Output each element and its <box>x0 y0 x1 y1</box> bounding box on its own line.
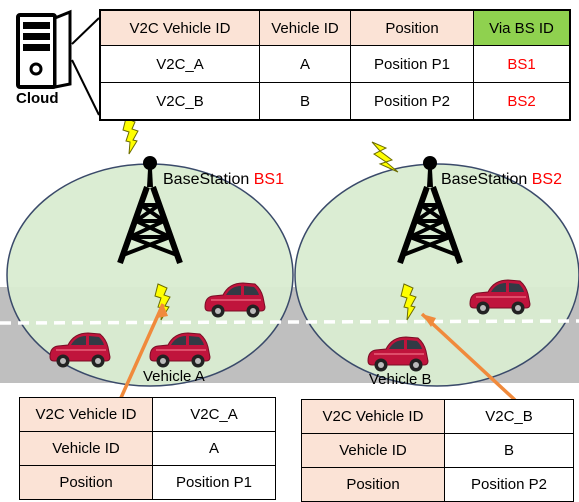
vehicle-label-b: Vehicle B <box>369 371 432 388</box>
lane-divider <box>0 319 579 325</box>
table-row: V2C_A A Position P1 BS1 <box>99 45 571 83</box>
table-cell: V2C_B <box>444 399 574 434</box>
arrow-vehicle-a <box>118 303 165 401</box>
table-cell: V2C_A <box>99 45 260 83</box>
column-header: Via BS ID <box>473 9 571 46</box>
table-cell: B <box>259 82 351 121</box>
base-station-label-bs1: BaseStation BS1 <box>163 171 284 189</box>
table-row: V2C_B B Position P2 BS2 <box>99 82 571 121</box>
table-cell: BS1 <box>473 45 571 83</box>
coverage-area-bs2 <box>294 163 579 387</box>
column-header: V2C Vehicle ID <box>99 9 260 46</box>
table-cell: B <box>444 433 574 468</box>
table-row: V2C Vehicle ID V2C_B <box>301 399 574 434</box>
cloud-registry-table: V2C Vehicle ID Vehicle ID Position Via B… <box>99 9 571 121</box>
base-station-id: BS1 <box>253 171 284 188</box>
server-icon <box>16 9 72 89</box>
table-cell: Position P2 <box>350 82 474 121</box>
vehicle-b-table: V2C Vehicle ID V2C_B Vehicle ID B Positi… <box>301 399 574 502</box>
column-header: Vehicle ID <box>259 9 351 46</box>
table-cell: V2C_A <box>152 397 276 432</box>
table-cell: Vehicle ID <box>301 433 445 468</box>
table-row: Vehicle ID B <box>301 433 574 468</box>
table-header-row: V2C Vehicle ID Vehicle ID Position Via B… <box>99 9 571 46</box>
cloud-label: Cloud <box>16 90 59 107</box>
column-header: Position <box>350 9 474 46</box>
vehicle-label-a: Vehicle A <box>143 368 205 385</box>
base-station-prefix: BaseStation <box>163 171 250 188</box>
table-cell: Position <box>19 465 153 500</box>
table-row: V2C Vehicle ID V2C_A <box>19 397 276 432</box>
vehicle-a-table: V2C Vehicle ID V2C_A Vehicle ID A Positi… <box>19 397 276 500</box>
table-cell: V2C Vehicle ID <box>19 397 153 432</box>
cloud-connector <box>71 17 100 116</box>
table-cell: Vehicle ID <box>19 431 153 466</box>
table-row: Position Position P2 <box>301 467 574 502</box>
table-cell: Position P1 <box>152 465 276 500</box>
table-cell: Position P1 <box>350 45 474 83</box>
table-cell: V2C Vehicle ID <box>301 399 445 434</box>
base-station-id: BS2 <box>531 171 562 188</box>
table-cell: A <box>259 45 351 83</box>
arrow-vehicle-b <box>420 312 517 402</box>
base-station-prefix: BaseStation <box>441 171 528 188</box>
table-cell: Position <box>301 467 445 502</box>
table-cell: BS2 <box>473 82 571 121</box>
table-row: Vehicle ID A <box>19 431 276 466</box>
lightning-icon <box>371 141 399 173</box>
table-cell: Position P2 <box>444 467 574 502</box>
table-row: Position Position P1 <box>19 465 276 500</box>
base-station-label-bs2: BaseStation BS2 <box>441 171 562 189</box>
table-cell: V2C_B <box>99 82 260 121</box>
lightning-icon <box>122 117 139 155</box>
table-cell: A <box>152 431 276 466</box>
